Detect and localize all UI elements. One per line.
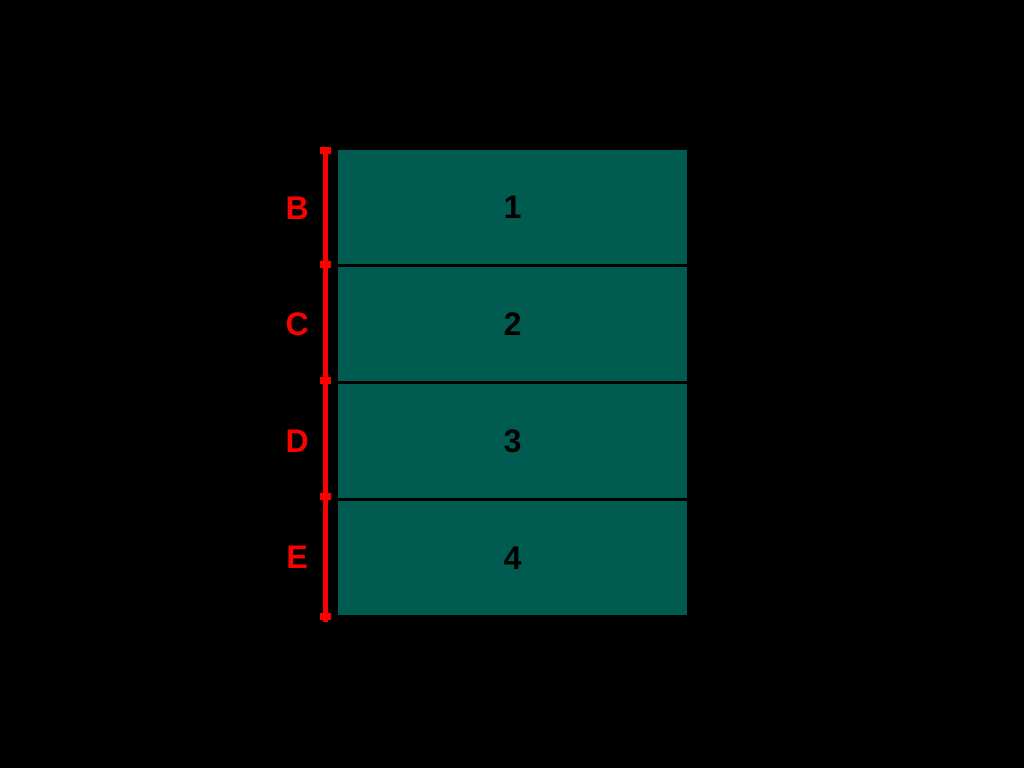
interval-letter: E bbox=[286, 538, 308, 575]
segment-number: 2 bbox=[503, 306, 522, 342]
tick-mark bbox=[320, 493, 331, 500]
tick-mark bbox=[320, 147, 331, 154]
interval-letter: C bbox=[285, 306, 309, 343]
tick-mark bbox=[320, 261, 331, 268]
bar-segment: 1 bbox=[338, 150, 687, 264]
interval-letter: D bbox=[285, 422, 309, 459]
segment-number: 1 bbox=[503, 189, 522, 225]
segment-number: 4 bbox=[503, 540, 522, 576]
interval-label-cell: D bbox=[276, 383, 318, 499]
segment-number: 3 bbox=[503, 423, 522, 459]
interval-label-cell: C bbox=[276, 266, 318, 382]
bar-segment: 2 bbox=[338, 264, 687, 381]
interval-letter: B bbox=[285, 190, 309, 227]
interval-labels: B C D E bbox=[276, 150, 318, 615]
tick-mark bbox=[320, 377, 331, 384]
bar-segment: 3 bbox=[338, 381, 687, 498]
interval-label-cell: B bbox=[276, 150, 318, 266]
tick-mark bbox=[320, 613, 331, 620]
layered-bar: 1 2 3 4 bbox=[338, 150, 687, 615]
bar-segment: 4 bbox=[338, 498, 687, 615]
scale-line bbox=[320, 147, 331, 622]
interval-label-cell: E bbox=[276, 499, 318, 615]
